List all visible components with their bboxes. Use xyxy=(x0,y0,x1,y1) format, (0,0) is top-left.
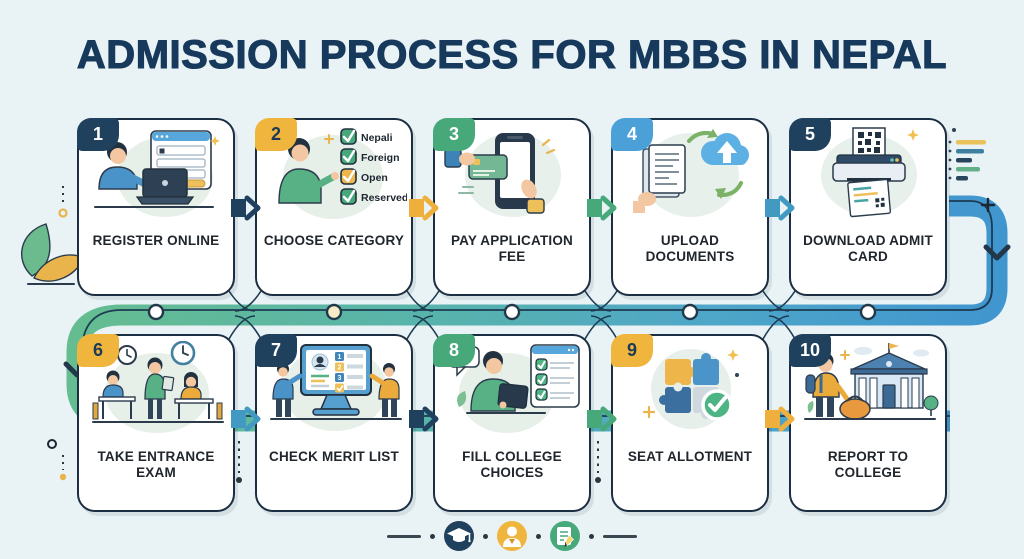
step-card-1: 1 xyxy=(77,118,235,296)
flow-arrow-4-5 xyxy=(765,195,795,221)
merit-list-monitor-illustration: 1 2 3 xyxy=(270,344,402,431)
payment-card xyxy=(468,154,508,180)
footer-dot xyxy=(483,533,488,539)
card-payment-illustration xyxy=(444,133,561,217)
step-label: CHOOSE CATEGORY xyxy=(263,233,405,248)
step-number-badge: 7 xyxy=(255,334,297,367)
student-writing-right xyxy=(174,372,223,420)
step-card-2: 2 Nepali Foreign Open xyxy=(255,118,413,296)
footer-dot xyxy=(589,533,594,539)
clock-icons xyxy=(117,341,196,366)
svg-text:1: 1 xyxy=(338,354,342,361)
printer xyxy=(832,154,906,182)
step-label: UPLOAD DOCUMENTS xyxy=(645,233,735,264)
page-title: ADMISSION PROCESS FOR MBBS IN NEPAL xyxy=(76,32,948,77)
flow-arrow-8-9 xyxy=(587,406,617,432)
flow-arrow-1-2 xyxy=(231,195,261,221)
step-card-3: 3 PAY APPLICATION F xyxy=(433,118,591,296)
application-form-icon xyxy=(550,521,580,551)
step-number-badge: 2 xyxy=(255,118,297,151)
step-label: DOWNLOAD ADMIT CARD xyxy=(803,233,933,264)
hand-right xyxy=(521,179,545,214)
svg-text:3: 3 xyxy=(338,375,342,382)
entrance-exam-illustration xyxy=(92,341,224,433)
step-number-badge: 9 xyxy=(611,334,653,367)
step-card-7: 7 1 2 3 xyxy=(255,334,413,512)
step-label: FILL COLLEGE CHOICES xyxy=(462,449,562,480)
admit-card-printout xyxy=(847,178,892,218)
graduation-cap-icon xyxy=(444,521,474,551)
step-label: SEAT ALLOTMENT xyxy=(627,449,753,464)
step-number-badge: 1 xyxy=(77,118,119,151)
flow-nodes xyxy=(147,303,877,321)
step-label: REGISTER ONLINE xyxy=(92,233,220,248)
flow-arrow-9-10 xyxy=(765,406,795,432)
hand-left xyxy=(444,148,475,168)
student-with-tablet xyxy=(470,351,529,412)
band-arrowhead-right xyxy=(983,244,1011,261)
qr-paper xyxy=(852,127,886,157)
monitor: 1 2 3 xyxy=(300,344,372,416)
step-number-badge: 8 xyxy=(433,334,475,367)
choices-window xyxy=(530,344,580,408)
flow-arrow-7-8 xyxy=(409,406,439,432)
check-circle-icon xyxy=(701,389,733,421)
printer-admit-card-illustration xyxy=(821,127,919,218)
puzzle-check-illustration xyxy=(642,349,739,429)
step-number-badge: 3 xyxy=(433,118,475,151)
step-card-5: 5 xyxy=(789,118,947,296)
upload-cloud-icon xyxy=(701,133,749,165)
flow-arrow-6-7 xyxy=(231,406,261,432)
step-label: PAY APPLICATION FEE xyxy=(450,233,574,264)
dotted-line-decoration xyxy=(58,186,68,218)
step-card-9: 9 SEAT ALLOTMENT xyxy=(611,334,769,512)
doctor-icon xyxy=(497,521,527,551)
step-number-badge: 6 xyxy=(77,334,119,367)
svg-text:Open: Open xyxy=(361,172,388,184)
footer-dash xyxy=(603,534,637,538)
step-card-4: 4 UPLOAD DO xyxy=(611,118,769,296)
step-card-10: 10 xyxy=(789,334,947,512)
footer-icon-strip xyxy=(0,521,1024,551)
sync-arrows-icon xyxy=(687,129,743,199)
step-label: TAKE ENTRANCE EXAM xyxy=(97,449,215,480)
svg-text:Foreign: Foreign xyxy=(361,152,400,164)
person-right xyxy=(369,363,400,417)
footer-dash xyxy=(387,534,421,538)
step-card-6: 6 xyxy=(77,334,235,512)
leaves-decoration xyxy=(21,223,85,285)
step-card-8: 8 xyxy=(433,334,591,512)
flow-arrow-3-4 xyxy=(587,195,617,221)
laptop-registration-illustration xyxy=(94,130,220,217)
cloud-upload-illustration xyxy=(633,129,749,217)
dashed-list-decoration xyxy=(948,128,986,181)
svg-text:2: 2 xyxy=(338,365,342,372)
card-connector-curves xyxy=(228,290,796,340)
step-number-badge: 10 xyxy=(789,334,831,367)
invigilator xyxy=(144,357,175,419)
svg-text:Reserved.: Reserved. xyxy=(361,192,407,204)
documents xyxy=(633,144,686,213)
step-number-badge: 4 xyxy=(611,118,653,151)
flow-arrow-2-3 xyxy=(409,195,439,221)
footer-dot xyxy=(430,533,435,539)
student-writing-left xyxy=(92,370,136,420)
category-checklist: Nepali Foreign Open Reserved. xyxy=(340,128,407,205)
step-number-badge: 5 xyxy=(789,118,831,151)
svg-text:Nepali: Nepali xyxy=(361,132,393,144)
dashed-vertical-decorations xyxy=(47,439,601,483)
footer-dot xyxy=(536,533,541,539)
step-label: CHECK MERIT LIST xyxy=(269,449,399,464)
step-label: REPORT TO COLLEGE xyxy=(827,449,909,480)
